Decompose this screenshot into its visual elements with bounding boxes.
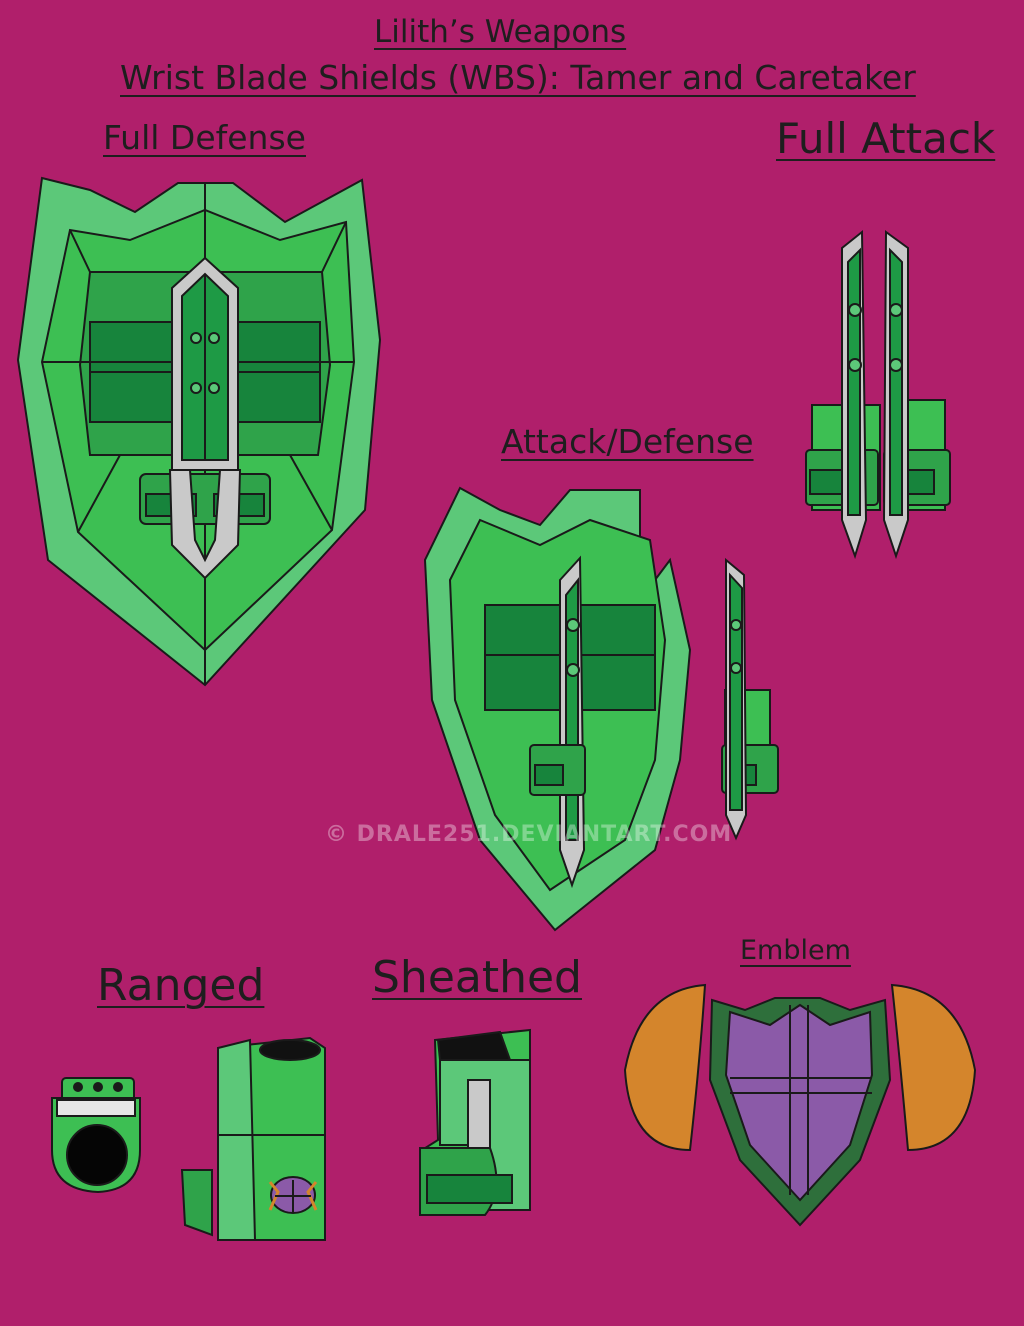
ranged-wrist-side	[180, 1036, 326, 1241]
label-full-defense: Full Defense	[103, 118, 306, 157]
label-full-attack: Full Attack	[776, 114, 996, 163]
attack-defense-shield	[423, 486, 779, 932]
sheathed-weapon	[419, 1028, 531, 1216]
label-sheathed: Sheathed	[372, 952, 582, 1003]
watermark-text: © DRALE251.DEVIANTART.COM	[325, 822, 733, 847]
label-attack-defense: Attack/Defense	[501, 422, 754, 461]
full-defense-shield	[16, 176, 382, 687]
ranged-wrist-front	[51, 1077, 141, 1194]
emblem-icon	[623, 983, 977, 1227]
ranged-emblem-icon	[268, 1176, 318, 1214]
page-subtitle: Wrist Blade Shields (WBS): Tamer and Car…	[120, 58, 916, 97]
label-ranged: Ranged	[97, 960, 265, 1011]
page-title: Lilith’s Weapons	[374, 14, 627, 50]
full-attack-blades	[805, 229, 951, 560]
label-emblem: Emblem	[740, 935, 851, 966]
